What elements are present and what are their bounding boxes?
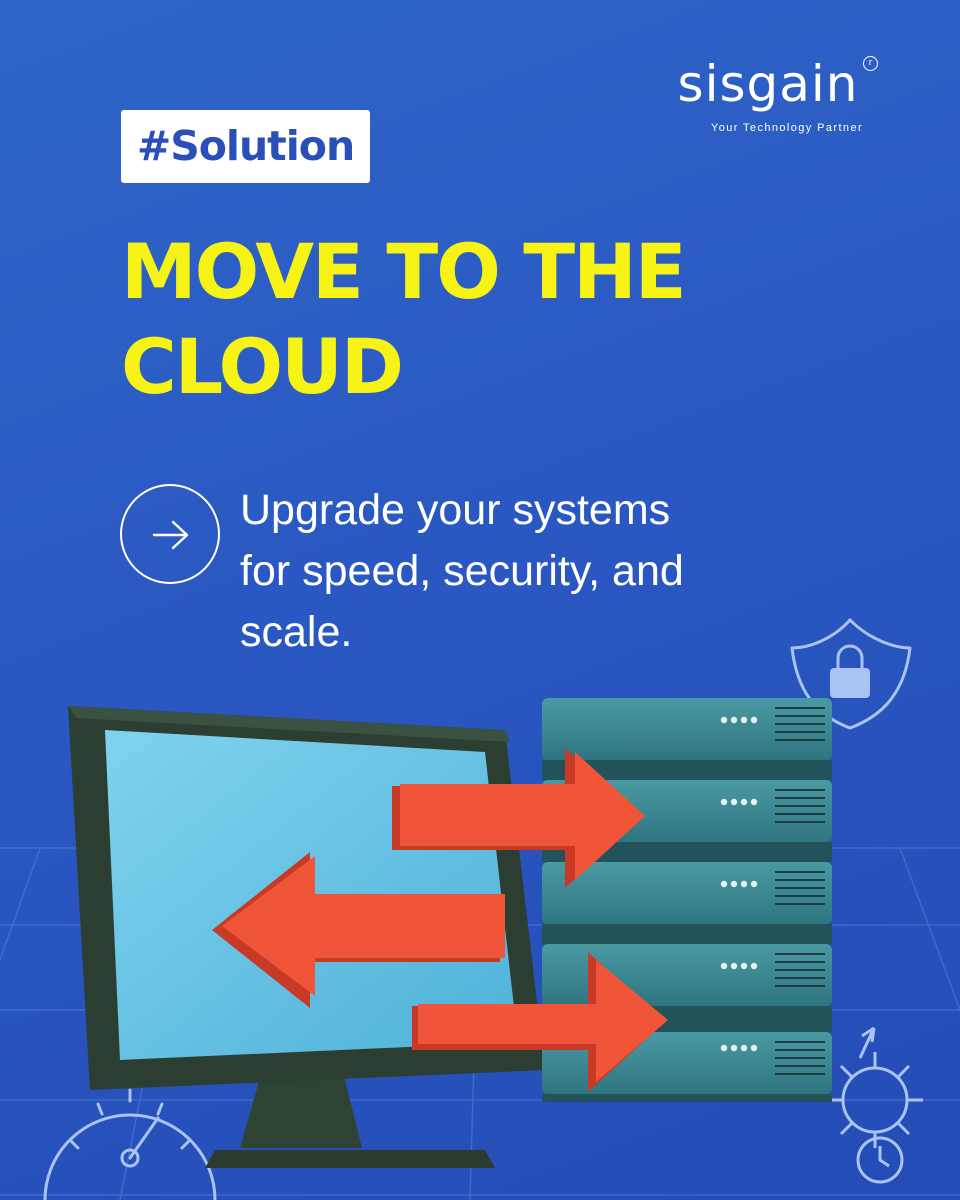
gear-clock-icon: [827, 1026, 923, 1184]
brand-tagline: Your Technology Partner: [710, 122, 864, 134]
server-unit: [542, 698, 832, 780]
headline-line-2: CLOUD: [121, 322, 404, 411]
subtext-line-3: scale.: [240, 608, 353, 656]
server-unit: [542, 862, 832, 944]
arrow-to-server-top: [392, 748, 645, 888]
speedometer-icon: [43, 1088, 217, 1200]
headline-line-1: MOVE TO THE: [121, 227, 687, 316]
arrow-right-icon: [120, 484, 220, 584]
headline: MOVE TO THE CLOUD: [121, 224, 881, 414]
solution-badge: #Solution: [121, 110, 370, 183]
subtext-line-2: for speed, security, and: [240, 547, 684, 595]
cloud-migration-illustration: [43, 618, 923, 1200]
subtext-line-1: Upgrade your systems: [240, 486, 671, 534]
arrow-to-monitor: [212, 852, 505, 1008]
arrow-to-server-bottom: [412, 952, 668, 1092]
brand-name: sisgain: [677, 55, 859, 113]
registered-mark: r: [863, 56, 879, 71]
server-stack: [542, 698, 832, 1102]
brand-logo: sisgain r Your Technology Partner: [648, 56, 888, 134]
shield-lock-icon: [790, 618, 912, 730]
subtext: Upgrade your systems for speed, security…: [240, 480, 840, 663]
